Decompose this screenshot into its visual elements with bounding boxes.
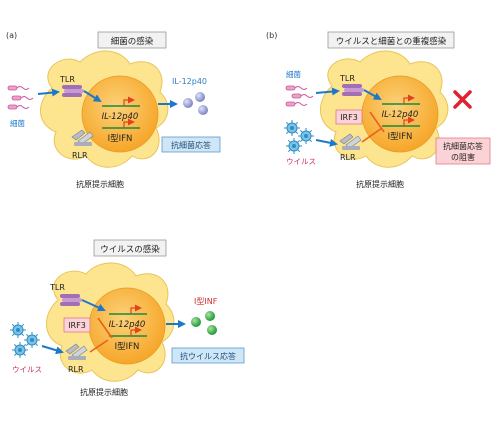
gene-label-c2: I型IFN — [115, 342, 140, 352]
irf3-label-c: IRF3 — [68, 321, 86, 330]
gene-label-c1: IL-12p40 — [109, 320, 146, 330]
tlr-arrow-a — [83, 90, 102, 103]
panel-a-label: (a) — [6, 31, 17, 40]
virus-label-c: ウイルス — [12, 365, 42, 374]
promoter-b1 — [403, 94, 415, 104]
inhibit-box-b — [435, 137, 491, 165]
virus-b3 — [285, 137, 303, 155]
promoter-a1 — [123, 96, 135, 106]
tlr-label-a: TLR — [59, 75, 75, 84]
cell-label-a: 抗原提示細胞 — [76, 179, 124, 189]
tlr-arrow-b — [363, 89, 382, 100]
ifn-ball-c3 — [207, 325, 217, 335]
panel-b: (b) ウイルスと細菌との重複感染 IL-12p40 I型IFN TLR 細菌 … — [266, 31, 491, 189]
bacterium-a2 — [11, 95, 34, 101]
product-label-a: IL-12p40 — [172, 77, 207, 86]
rlr-signal-c — [89, 339, 109, 353]
tlr-receptor-a — [62, 85, 84, 97]
bacterium-b2 — [291, 93, 314, 99]
inhibit-bar-b — [369, 111, 385, 133]
gene-label-b1: IL-12p40 — [382, 110, 419, 120]
gene-label-a2: I型IFN — [108, 134, 133, 144]
irf3-box-c — [63, 317, 91, 333]
ifn-ball-c1 — [191, 317, 201, 327]
gene-label-b2: I型IFN — [388, 132, 413, 142]
bacterium-b1 — [285, 85, 308, 91]
response-box-a — [161, 136, 221, 153]
tlr-receptor-c — [60, 294, 82, 306]
panel-c: ウイルスの感染 IL-12p40 I型IFN TLR IRF3 ウイルス RLR… — [9, 239, 245, 397]
inhibit-bar-c — [97, 317, 113, 339]
virus-c3 — [11, 341, 29, 359]
promoter-b2 — [403, 116, 415, 126]
cell-label-c: 抗原提示細胞 — [80, 387, 128, 397]
bacteria-label-b: 細菌 — [286, 69, 301, 79]
rlr-label-c: RLR — [68, 365, 84, 374]
panel-a: (a) 細菌の感染 IL-12p40 I型IFN TLR 細菌 RLR IL-1… — [6, 31, 221, 189]
panel-a-title-box — [97, 31, 167, 49]
gene-label-a1: IL-12p40 — [102, 112, 139, 122]
panel-b-title: ウイルスと細菌との重複感染 — [336, 36, 447, 47]
bacterium-b3 — [285, 101, 308, 107]
response-box-c — [171, 347, 245, 364]
virus-b2 — [297, 127, 315, 145]
cell-label-b: 抗原提示細胞 — [356, 179, 404, 189]
bacteria-arrow-b — [315, 87, 340, 96]
irf3-label-b: IRF3 — [340, 113, 358, 122]
virus-c2 — [23, 331, 41, 349]
promoter-c2 — [130, 326, 142, 336]
panel-a-title: 細菌の感染 — [111, 36, 154, 47]
promoter-a2 — [123, 118, 135, 128]
response-label-b1: 抗細菌応答 — [443, 141, 483, 151]
virus-c1 — [9, 321, 27, 339]
virus-arrow-c — [41, 345, 64, 355]
tlr-receptor-b — [342, 84, 364, 96]
rlr-label-a: RLR — [72, 151, 88, 160]
virus-b1 — [283, 119, 301, 137]
ifn-ball-c2 — [205, 311, 215, 321]
response-label-b2: の阻害 — [451, 152, 475, 162]
panel-c-title-box — [93, 239, 167, 257]
panel-b-title-box — [327, 31, 455, 49]
il12-ball-a1 — [183, 98, 193, 108]
cross-icon — [453, 90, 472, 109]
tlr-arrow-c — [81, 299, 106, 312]
product-label-c: I型INF — [194, 297, 218, 306]
rlr-label-b: RLR — [340, 153, 356, 162]
tlr-label-b: TLR — [339, 74, 355, 83]
virus-arrow-b — [315, 138, 338, 147]
bacteria-arrow-a — [37, 88, 60, 97]
panel-b-label: (b) — [266, 31, 277, 40]
tlr-label-c: TLR — [49, 283, 65, 292]
response-label-a: 抗細菌応答 — [171, 140, 211, 150]
il12-ball-a2 — [195, 92, 205, 102]
promoter-c1 — [130, 304, 142, 314]
bacteria-label-a: 細菌 — [10, 118, 25, 128]
rlr-signal-b — [361, 127, 383, 143]
virus-label-b: ウイルス — [286, 157, 316, 166]
panel-c-title: ウイルスの感染 — [100, 244, 160, 255]
il12-ball-a3 — [198, 105, 208, 115]
bacterium-a3 — [7, 104, 30, 110]
bacterium-a1 — [7, 85, 30, 91]
irf3-box-b — [335, 109, 363, 125]
response-label-c: 抗ウイルス応答 — [180, 351, 236, 361]
